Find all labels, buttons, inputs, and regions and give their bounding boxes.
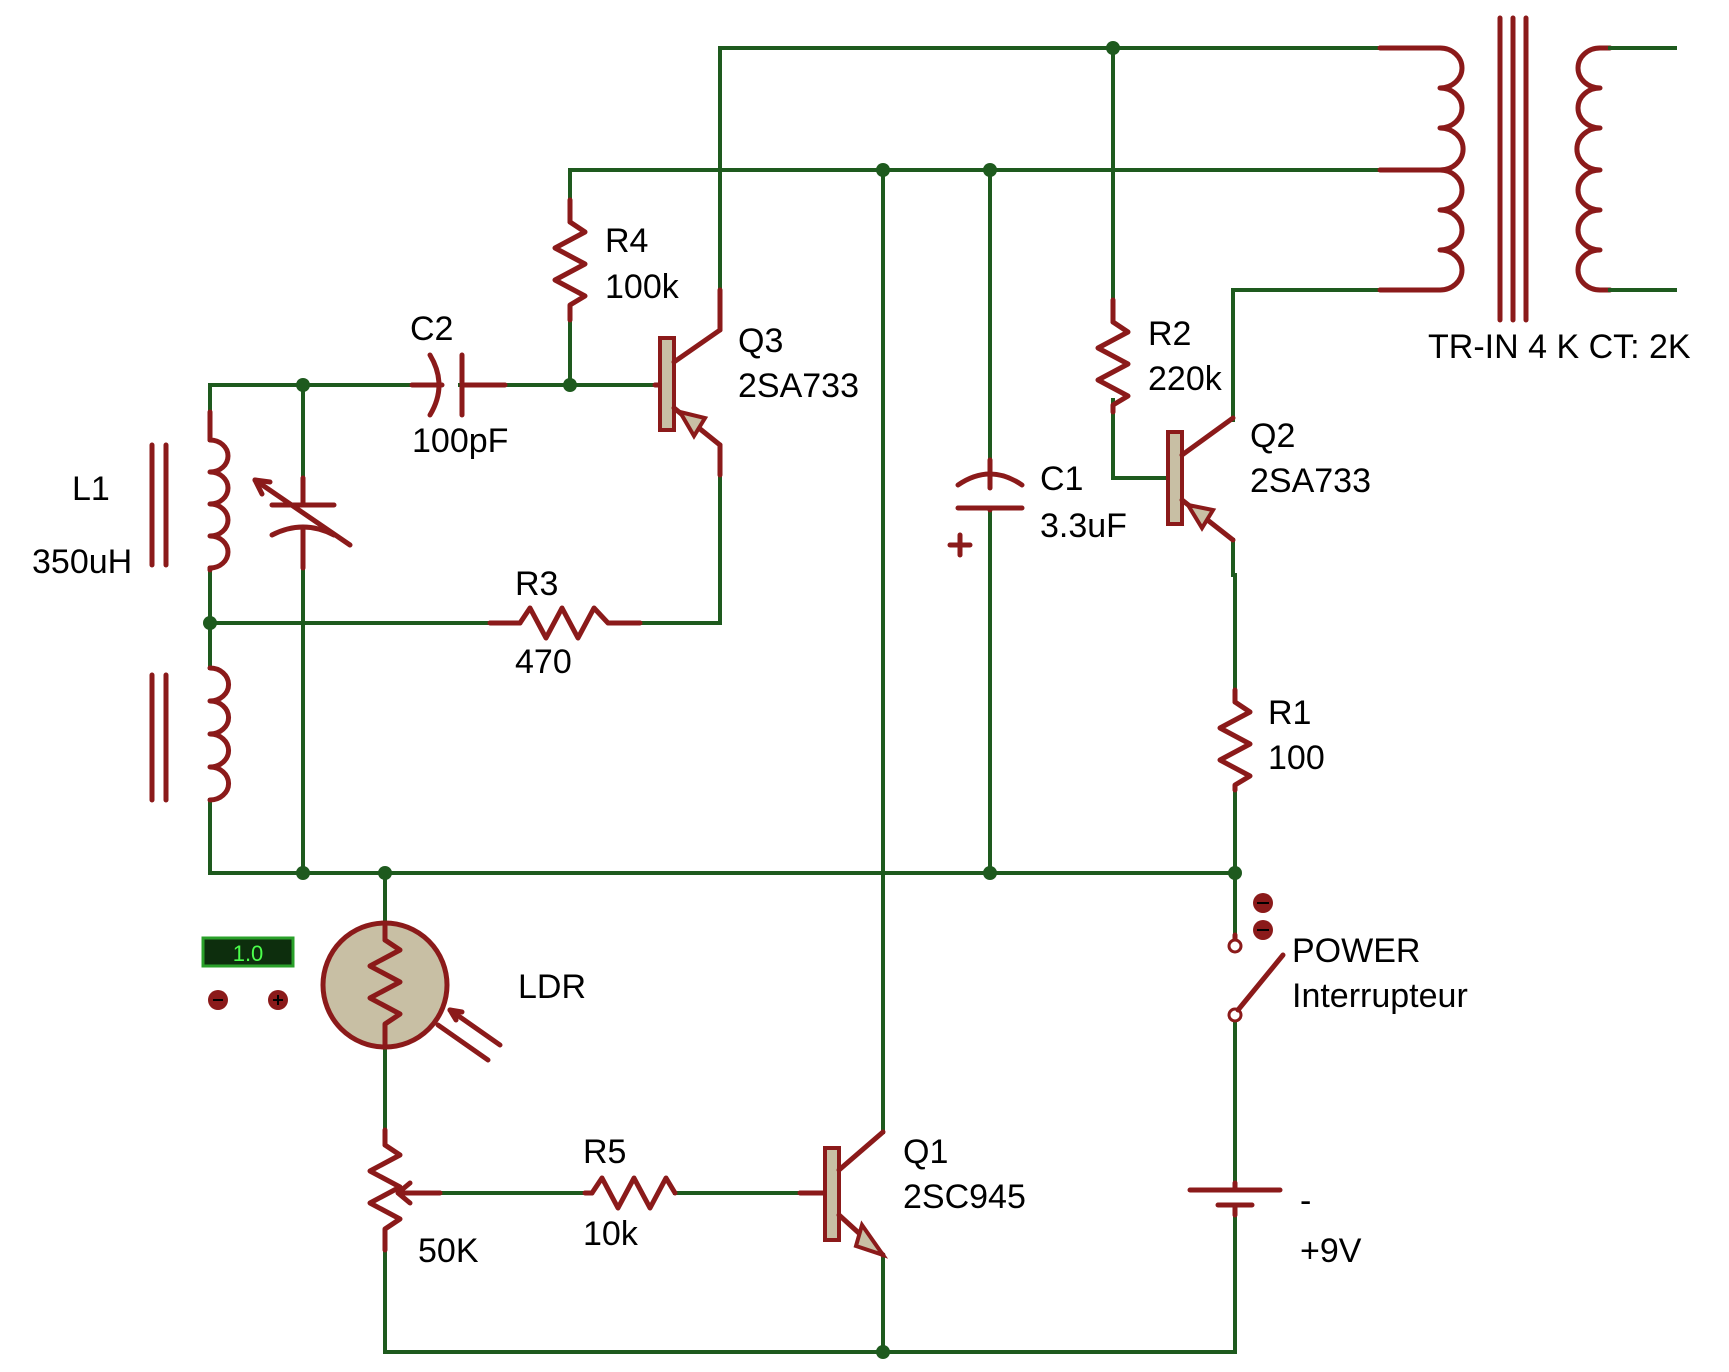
q3-value: 2SA733 <box>738 367 859 405</box>
light-meter-value: 1.0 <box>233 941 264 966</box>
battery-ref: - <box>1300 1182 1311 1220</box>
c1-value: 3.3uF <box>1040 507 1127 545</box>
r2-ref: R2 <box>1148 315 1191 353</box>
battery-value: +9V <box>1300 1232 1362 1270</box>
transformer: TR-IN 4 K CT: 2K <box>1377 15 1691 366</box>
q2-ref: Q2 <box>1250 417 1295 455</box>
capacitor-c1: C1 3.3uF <box>947 457 1127 558</box>
wires <box>208 46 1382 1354</box>
light-meter[interactable]: 1.0 <box>201 936 295 1010</box>
q1-ref: Q1 <box>903 1133 948 1171</box>
r4-value: 100k <box>605 268 680 306</box>
r1-ref: R1 <box>1268 694 1311 732</box>
potentiometer: 50K <box>367 1127 479 1270</box>
c1-ref: C1 <box>1040 460 1083 498</box>
transistor-q3: Q3 2SA733 <box>652 287 859 478</box>
power-switch[interactable]: POWER Interrupteur <box>1227 893 1468 1023</box>
resistor-r2: R2 220k <box>1095 297 1223 415</box>
r3-ref: R3 <box>515 565 558 603</box>
r5-value: 10k <box>583 1215 639 1253</box>
switch-ref: POWER <box>1292 932 1420 970</box>
ldr: LDR <box>320 920 586 1063</box>
switch-value: Interrupteur <box>1292 977 1468 1015</box>
c2-value: 100pF <box>412 422 508 460</box>
resistor-r5: R5 10k <box>582 1133 678 1253</box>
resistor-r4: R4 100k <box>552 197 680 323</box>
ldr-ref: LDR <box>518 968 586 1006</box>
r4-ref: R4 <box>605 222 648 260</box>
r5-ref: R5 <box>583 1133 626 1171</box>
q2-value: 2SA733 <box>1250 462 1371 500</box>
transistor-q1: Q1 2SC945 <box>797 1129 1026 1259</box>
r1-value: 100 <box>1268 739 1325 777</box>
c2-ref: C2 <box>410 310 453 348</box>
transformer-label: TR-IN 4 K CT: 2K <box>1428 328 1691 366</box>
variable-capacitor <box>252 475 353 571</box>
battery: - +9V <box>1187 1180 1362 1270</box>
l1-ref: L1 <box>72 470 110 508</box>
l1-value: 350uH <box>32 543 132 581</box>
capacitor-c2: C2 100pF <box>409 310 508 460</box>
inductor-l1: L1 350uH <box>32 409 231 803</box>
r2-value: 220k <box>1148 360 1223 398</box>
pot-value: 50K <box>418 1232 479 1270</box>
q3-ref: Q3 <box>738 322 783 360</box>
r3-value: 470 <box>515 643 572 681</box>
q1-value: 2SC945 <box>903 1178 1026 1216</box>
resistor-r1: R1 100 <box>1217 687 1325 793</box>
resistor-r3: R3 470 <box>487 565 643 681</box>
transistor-q2: Q2 2SA733 <box>1166 415 1371 543</box>
junction-dots <box>203 41 1242 1359</box>
